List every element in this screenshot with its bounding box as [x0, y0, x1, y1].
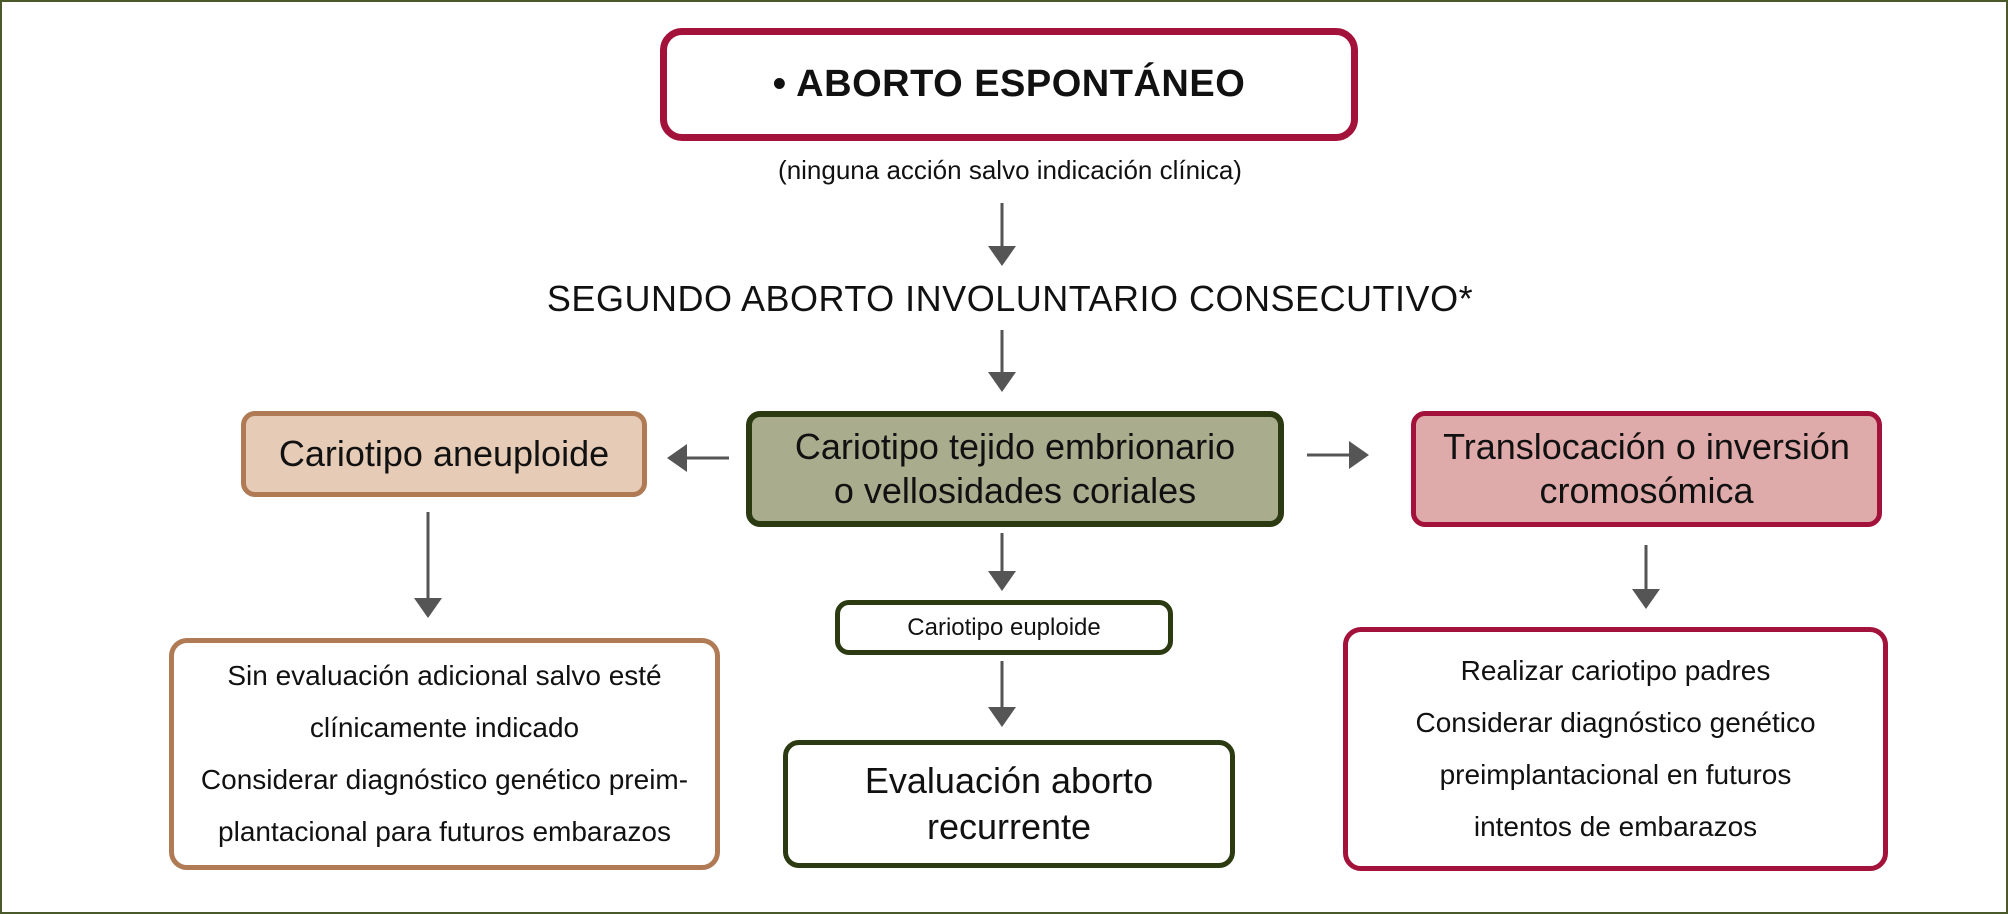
- arrow-left-to-bottom-left: [414, 512, 442, 618]
- box-bottom-left-line: plantacional para futuros embarazos: [218, 816, 671, 847]
- box-aborto-espontaneo: • ABORTO ESPONTÁNEO: [660, 28, 1358, 141]
- box-euploid-label: Cariotipo euploide: [907, 613, 1101, 641]
- box-bottom-right-line: Realizar cariotipo padres: [1460, 655, 1771, 686]
- box-cariotipo-tejido: Cariotipo tejido embrionario o vellosida…: [746, 411, 1284, 527]
- box-right-line: Translocación o inversión: [1443, 426, 1850, 467]
- box-translocacion: Translocación o inversión cromosómica: [1411, 411, 1882, 527]
- arrow-euploid-to-recurrent: [988, 661, 1016, 727]
- box-center-line: o vellosidades coriales: [833, 470, 1197, 511]
- box-sin-evaluacion-adicional: Sin evaluación adicional salvo esté clín…: [169, 638, 720, 870]
- box-top-label: • ABORTO ESPONTÁNEO: [772, 63, 1246, 105]
- box-cariotipo-euploide: Cariotipo euploide: [835, 600, 1173, 655]
- box-bottom-right-line: preimplantacional en futuros: [1439, 759, 1792, 790]
- box-evaluacion-aborto-recurrente: Evaluación aborto recurrente: [783, 740, 1235, 868]
- arrow-right-to-bottom-right: [1632, 545, 1660, 609]
- arrow-top-to-second: [988, 203, 1016, 266]
- box-recurrent-line: Evaluación aborto: [864, 760, 1154, 801]
- box-center-line: Cariotipo tejido embrionario: [794, 426, 1236, 467]
- box-realizar-cariotipo-padres: Realizar cariotipo padres Considerar dia…: [1343, 627, 1888, 871]
- box-bottom-left-line: Sin evaluación adicional salvo esté: [227, 660, 662, 691]
- box-bottom-left-line: Considerar diagnóstico genético preim-: [200, 764, 689, 795]
- arrow-second-to-center: [988, 330, 1016, 392]
- label-segundo-aborto: SEGUNDO ABORTO INVOLUNTARIO CONSECUTIVO*: [546, 278, 1474, 319]
- note-ninguna-accion: (ninguna acción salvo indicación clínica…: [778, 155, 1242, 185]
- box-bottom-left-line: clínicamente indicado: [309, 712, 580, 743]
- box-bottom-right-line: Considerar diagnóstico genético: [1415, 707, 1816, 738]
- box-cariotipo-aneuploide: Cariotipo aneuploide: [241, 411, 647, 497]
- arrow-center-to-left: [667, 444, 729, 472]
- box-bottom-right-line: intentos de embarazos: [1473, 811, 1758, 842]
- arrow-center-to-euploid: [988, 533, 1016, 591]
- box-recurrent-line: recurrente: [926, 806, 1092, 847]
- arrow-center-to-right: [1307, 441, 1369, 469]
- box-right-line: cromosómica: [1539, 470, 1754, 511]
- box-left-label: Cariotipo aneuploide: [278, 433, 610, 474]
